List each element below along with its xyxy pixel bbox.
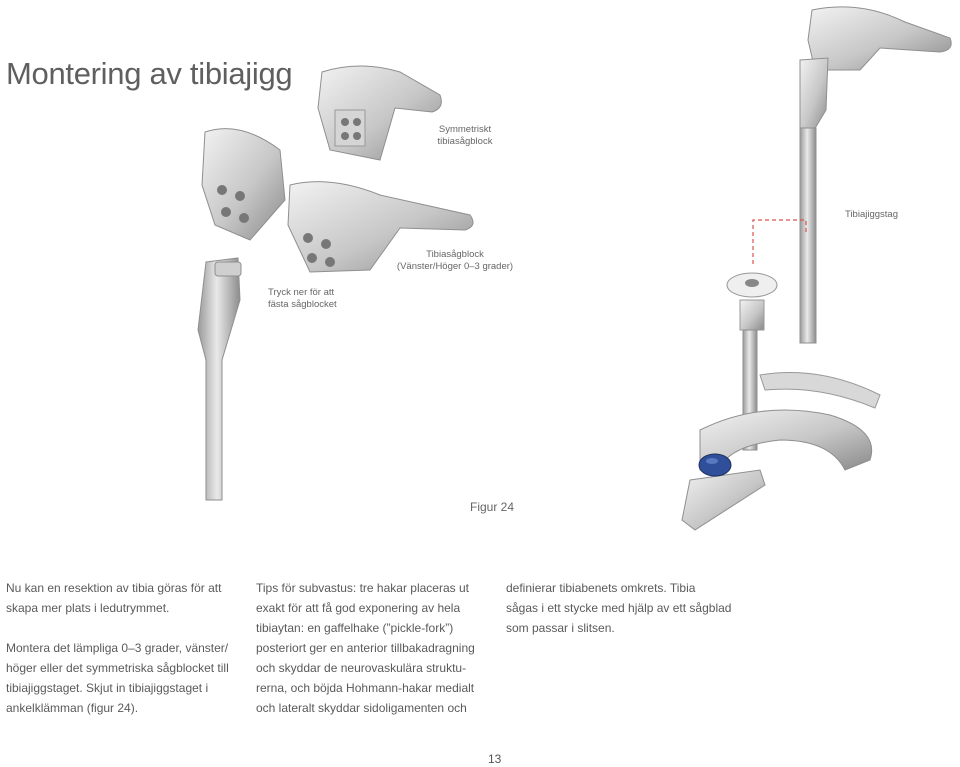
paragraph-saw-tibia: definierar tibiabenets omkrets. Tibia så… [506,578,746,638]
callout-tibia-jig-rod: Tibiajiggstag [845,209,898,220]
paragraph-mount: Montera det lämpliga 0–3 grader, vänster… [6,638,246,718]
page-title: Montering av tibiajigg [6,56,293,91]
callout-line: tibiasågblock [437,136,493,147]
callout-line: fästa sågblocket [268,299,337,310]
text-line: och skyddar de neurovaskulära struktu- [256,661,467,675]
body-column-2: Tips för subvastus: tre hakar placeras u… [256,578,496,718]
text-line: ankelklämman (figur 24). [6,701,139,715]
text-line: sågas i ett stycke med hjälp av ett sågb… [506,601,732,615]
text-line: Montera det lämpliga 0–3 grader, vänster… [6,641,229,655]
text-line: exakt för att få god exponering av hela [256,601,461,615]
callout-press-down: Tryck ner för att fästa sågblocket [268,287,337,311]
symmetric-saw-block-illustration [317,65,442,161]
callout-tibial-saw-block: Tibiasågblock (Vänster/Höger 0–3 grader) [390,249,520,273]
text-line: tibiajiggstaget. Skjut in tibiajiggstage… [6,681,209,695]
body-column-3: definierar tibiabenets omkrets. Tibia så… [506,578,746,638]
left-saw-block-illustration [201,128,286,241]
callout-line: Symmetriskt [438,124,492,135]
text-line: tibiaytan: en gaffelhake (”pickle-fork”) [256,621,454,635]
callout-symmetric-saw-block: Symmetriskt tibiasågblock [420,124,510,148]
text-line: Nu kan en resektion av tibia göras för a… [6,581,222,595]
text-line: posteriort ger en anterior tillbakadragn… [256,641,475,655]
text-line: skapa mer plats i ledutrymmet. [6,601,170,615]
text-line: höger eller det symmetriska sågblocket t… [6,661,229,675]
body-column-1: Nu kan en resektion av tibia göras för a… [6,578,246,718]
paragraph-subvastus-tips: Tips för subvastus: tre hakar placeras u… [256,578,496,718]
text-line: Tips för subvastus: tre hakar placeras u… [256,581,469,595]
page-number: 13 [488,752,502,766]
text-line: och lateralt skyddar sidoligamenten och [256,701,467,715]
figure-caption: Figur 24 [470,500,515,514]
callout-line: Tryck ner för att [268,287,335,298]
text-line: rerna, och böjda Hohmann-hakar medialt [256,681,475,695]
angled-saw-block-illustration [287,181,474,273]
callout-line: Tibiasågblock [426,249,484,260]
callout-line: (Vänster/Höger 0–3 grader) [396,261,514,272]
text-line: definierar tibiabenets omkrets. Tibia [506,581,696,595]
paragraph-resection: Nu kan en resektion av tibia göras för a… [6,578,246,618]
text-line: som passar i slitsen. [506,621,615,635]
press-down-rod-illustration [197,257,242,501]
tibia-jig-assembly-illustration [681,6,952,531]
